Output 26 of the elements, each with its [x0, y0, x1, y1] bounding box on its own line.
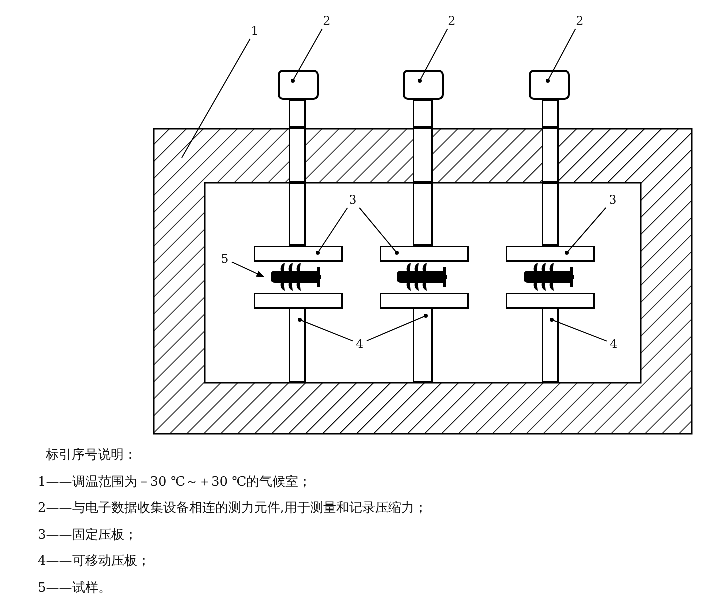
callout-number: 2: [446, 14, 458, 28]
leader-line: [366, 314, 428, 342]
leader-line: [359, 208, 399, 255]
key-entry: 2——与电子数据收集设备相连的测力元件,用于测量和记录压缩力；: [38, 501, 428, 517]
leader-line: [182, 38, 251, 158]
callout-number: 3: [347, 193, 359, 207]
callout-number: 2: [321, 14, 333, 28]
callout-number: 3: [607, 193, 619, 207]
leader-line: [418, 28, 448, 83]
callout-number: 4: [608, 337, 620, 351]
leader-line: [565, 208, 607, 255]
callout-number: 2: [574, 14, 586, 28]
key-entry: 4——可移动压板；: [38, 554, 150, 570]
leader-line: [232, 262, 265, 278]
key-entry: 1——调温范围为－30 ℃～＋30 ℃的气候室；: [38, 474, 312, 490]
callout-number: 5: [219, 252, 231, 266]
key-entry: 5——试样。: [38, 580, 112, 596]
leader-line: [291, 28, 323, 83]
callout-number: 4: [354, 337, 366, 351]
callout-number: 1: [249, 24, 261, 38]
leader-line: [550, 318, 608, 342]
key-heading: 标引序号说明：: [46, 448, 137, 464]
leader-line: [546, 28, 576, 83]
leader-line: [298, 318, 354, 342]
leader-line: [316, 208, 348, 255]
key-entry: 3——固定压板；: [38, 528, 138, 544]
